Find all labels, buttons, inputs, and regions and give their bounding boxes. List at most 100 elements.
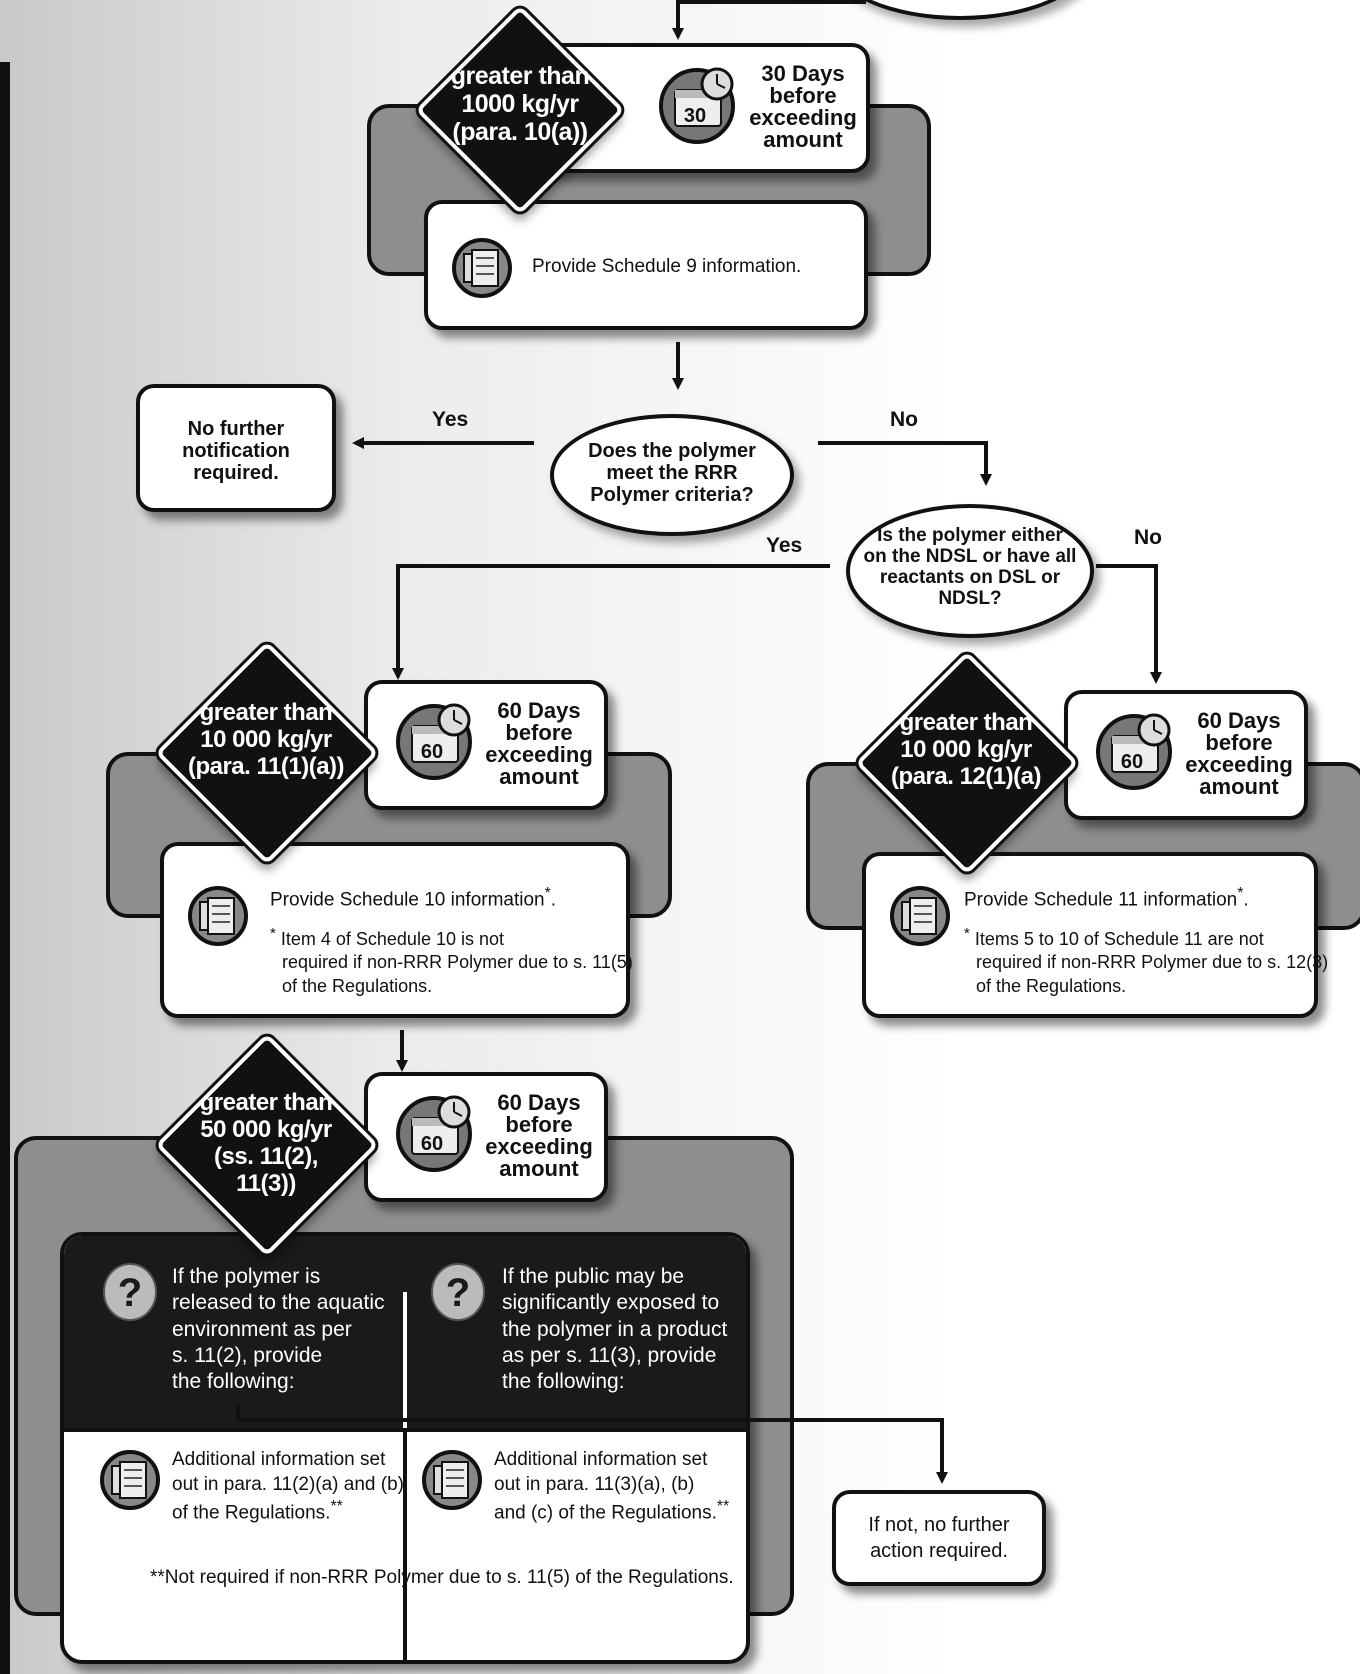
no-further-notification-text: No further notification required.: [140, 418, 332, 484]
document-icon: [450, 236, 514, 300]
timing-text: 60 Days before exceeding amount: [1184, 710, 1294, 798]
timing-text: 60 Days before exceeding amount: [484, 1092, 594, 1180]
connector-yes-left-branch: [392, 564, 830, 680]
question-icon: ?: [428, 1260, 488, 1324]
document-icon: [98, 1448, 162, 1512]
timing-line: before: [1205, 730, 1273, 755]
text-line: Item 4 of Schedule 10 is not: [280, 929, 504, 949]
text-line: meet the RRR: [606, 462, 738, 484]
text-line: Polymer criteria?: [590, 484, 754, 506]
left-edge-bar: [0, 62, 10, 1674]
timing-line: 60 Days: [497, 698, 581, 723]
text-line: Is the polymer either: [877, 525, 1063, 546]
timing-line: before: [505, 1112, 573, 1137]
no-label: No: [890, 408, 918, 431]
if-not-text: If not, no further action required.: [836, 1512, 1042, 1564]
threshold-line: 1000 kg/yr: [461, 90, 579, 118]
text-line: NDSL?: [938, 587, 1002, 609]
text-line: If the polymer is: [172, 1265, 321, 1288]
timing-line: before: [769, 83, 837, 108]
threshold-diamond-left: greater than 10 000 kg/yr (para. 11(1)(a…: [155, 641, 379, 865]
question-aquatic: If the polymer is released to the aquati…: [172, 1264, 384, 1395]
timing-text: 60 Days before exceeding amount: [484, 700, 594, 788]
threshold-line: 10 000 kg/yr: [900, 735, 1032, 763]
rrr-question-oval: [550, 414, 794, 536]
text-line: Items 5 to 10 of Schedule 11 are not: [974, 929, 1264, 949]
threshold-diamond-bottom: greater than 50 000 kg/yr (ss. 11(2), 11…: [155, 1033, 379, 1257]
yes-label: Yes: [766, 534, 803, 557]
timing-line: exceeding: [485, 1134, 593, 1159]
calendar-day: 30: [684, 105, 706, 127]
footnote-mark: *: [964, 925, 970, 942]
text-line: the following:: [502, 1370, 625, 1393]
text-line: required if non-RRR Polymer due to s. 11…: [282, 952, 633, 973]
timing-line: amount: [763, 127, 843, 152]
question-public-exposure: If the public may be significantly expos…: [502, 1264, 727, 1395]
timing-line: 60 Days: [1197, 708, 1281, 733]
threshold-line: (para. 12(1)(a): [891, 762, 1041, 790]
footnote-mark: **: [716, 1498, 730, 1516]
timing-line: 60 Days: [497, 1090, 581, 1115]
threshold-line: (para. 10(a)): [452, 118, 588, 146]
text-line: Additional information set: [172, 1449, 386, 1470]
instruction: Provide Schedule 11 information: [964, 889, 1238, 911]
text-line: and (c) of the Regulations.: [494, 1502, 717, 1524]
info-public: Additional information set out in para. …: [494, 1448, 729, 1526]
connector-top: [672, 0, 866, 40]
threshold-line: greater than: [899, 709, 1033, 736]
text-line: reactants on DSL or: [879, 566, 1061, 588]
timing-line: amount: [1199, 774, 1279, 799]
text-line: s. 11(2), provide: [172, 1343, 323, 1367]
calendar-day: 60: [421, 741, 443, 763]
text-line: action required.: [870, 1540, 1008, 1562]
threshold-line: 10 000 kg/yr: [200, 725, 332, 753]
text-line: the polymer in a product: [502, 1317, 728, 1341]
schedule11-footnote: * Items 5 to 10 of Schedule 11 are not r…: [964, 924, 1328, 998]
connector-no-right-branch: [1096, 564, 1162, 684]
timing-line: exceeding: [1185, 752, 1293, 777]
ndsl-question-oval: [846, 504, 1094, 638]
footnote-mark: *: [1237, 885, 1244, 902]
text-line: of the Regulations.: [976, 975, 1127, 996]
footnote-mark: *: [270, 925, 276, 942]
svg-text:?: ?: [118, 1271, 142, 1315]
text-line: required if non-RRR Polymer due to s. 12…: [976, 952, 1329, 973]
info-aquatic: Additional information set out in para. …: [172, 1448, 404, 1526]
calendar-day: 60: [421, 1133, 443, 1155]
document-icon: [420, 1448, 484, 1512]
calendar-clock-icon: 60: [394, 698, 478, 782]
timing-text: 30 Days before exceeding amount: [748, 63, 858, 151]
threshold-diamond-top: greater than 1000 kg/yr (para. 10(a)): [415, 5, 625, 215]
text-line: significantly exposed to: [502, 1291, 720, 1315]
if-not-box: [832, 1490, 1046, 1586]
text-line: released to the aquatic: [172, 1291, 385, 1315]
connector-if-not: [236, 1404, 948, 1484]
threshold-line: (ss. 11(2),: [214, 1142, 318, 1170]
schedule10-footnote: * Item 4 of Schedule 10 is not required …: [270, 924, 633, 998]
no-label: No: [1134, 526, 1162, 549]
calendar-clock-icon: 60: [394, 1090, 478, 1174]
threshold-line: 50 000 kg/yr: [200, 1115, 332, 1143]
document-icon: [888, 884, 952, 948]
no-further-notification-box: [136, 384, 336, 512]
text-line: as per s. 11(3), provide: [502, 1343, 717, 1367]
threshold-diamond-right: greater than 10 000 kg/yr (para. 12(1)(a…: [855, 651, 1079, 875]
text-line: Does the polymer: [588, 440, 756, 462]
svg-text:?: ?: [446, 1271, 470, 1315]
threshold-line: 11(3)): [236, 1169, 296, 1197]
text-line: of the Regulations.: [172, 1502, 331, 1524]
calendar-clock-icon: 30: [657, 62, 741, 146]
schedule10-text: Provide Schedule 10 information*.: [270, 885, 557, 911]
yes-label: Yes: [432, 408, 469, 431]
connector-no-ndsl: [818, 441, 992, 486]
text-line: required.: [193, 462, 279, 484]
text-line: environment as per: [172, 1317, 352, 1341]
rrr-question-text: Does the polymer meet the RRR Polymer cr…: [560, 440, 784, 506]
text-line: Additional information set: [494, 1449, 708, 1470]
calendar-clock-icon: 60: [1094, 708, 1178, 792]
text-line: No further: [187, 418, 285, 440]
question-icon: ?: [100, 1260, 160, 1324]
text-line: on the NDSL or have all: [863, 545, 1077, 567]
